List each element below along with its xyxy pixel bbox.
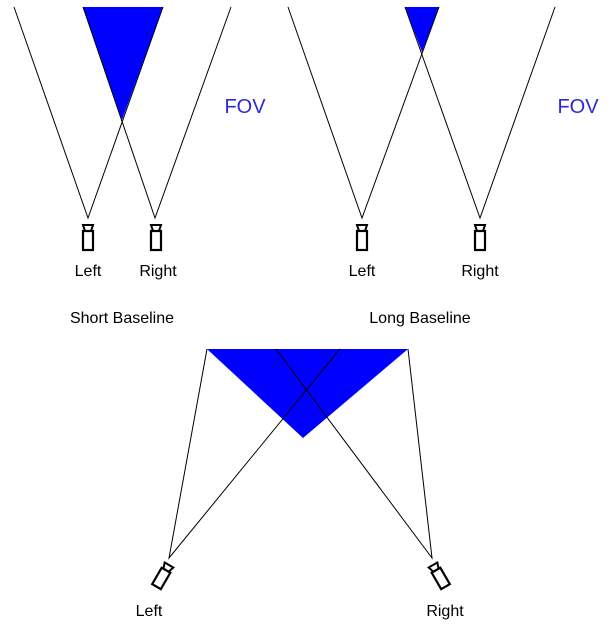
- long-left-label: Left: [349, 263, 376, 280]
- long-right-fov: [404, 6, 556, 220]
- camera-icon: [355, 223, 369, 252]
- converged-right-label: Right: [426, 603, 464, 620]
- long-caption: Long Baseline: [369, 310, 471, 327]
- converged-left-label: Left: [136, 603, 163, 620]
- camera-icon: [473, 223, 487, 252]
- camera-icon: [81, 223, 95, 252]
- converged-left-fov: [168, 348, 341, 560]
- long-left-fov: [287, 6, 440, 220]
- converged-diagram: Left Right: [136, 348, 464, 620]
- camera-icon: [149, 223, 163, 252]
- camera-icon: [151, 561, 175, 591]
- camera-icon: [427, 561, 451, 591]
- converged-right-fov: [275, 348, 433, 560]
- short-right-fov: [82, 6, 232, 220]
- short-baseline-diagram: Left Right FOV Short Baseline: [13, 6, 266, 327]
- converged-overlap-region: [207, 349, 408, 438]
- long-fov-label: FOV: [557, 96, 599, 118]
- short-right-label: Right: [139, 263, 177, 280]
- short-overlap-region: [83, 7, 163, 120]
- long-baseline-diagram: Left Right FOV Long Baseline: [287, 6, 599, 327]
- long-overlap-region: [405, 7, 439, 52]
- short-left-label: Left: [75, 263, 102, 280]
- short-left-fov: [13, 6, 164, 220]
- long-right-label: Right: [461, 263, 499, 280]
- short-fov-label: FOV: [224, 96, 266, 118]
- short-caption: Short Baseline: [70, 310, 174, 327]
